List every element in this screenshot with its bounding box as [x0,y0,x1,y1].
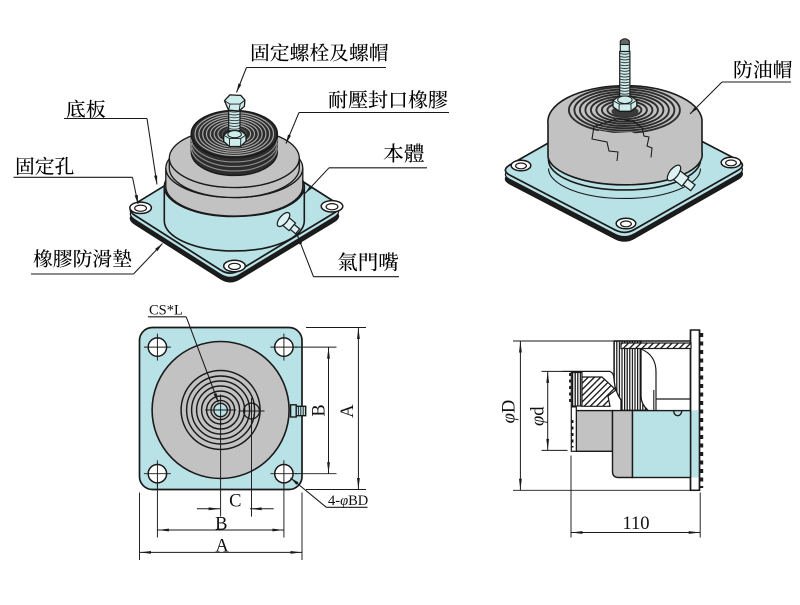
svg-text:B: B [310,404,330,416]
svg-text:B: B [215,515,227,535]
svg-text:A: A [338,404,358,418]
svg-text:CS*L: CS*L [149,302,183,318]
svg-text:110: 110 [622,514,649,534]
svg-text:φD: φD [500,400,520,424]
svg-text:A: A [215,536,229,556]
svg-text:φd: φd [529,406,549,426]
svg-text:4-φBD: 4-φBD [328,493,368,509]
svg-text:C: C [229,492,241,512]
